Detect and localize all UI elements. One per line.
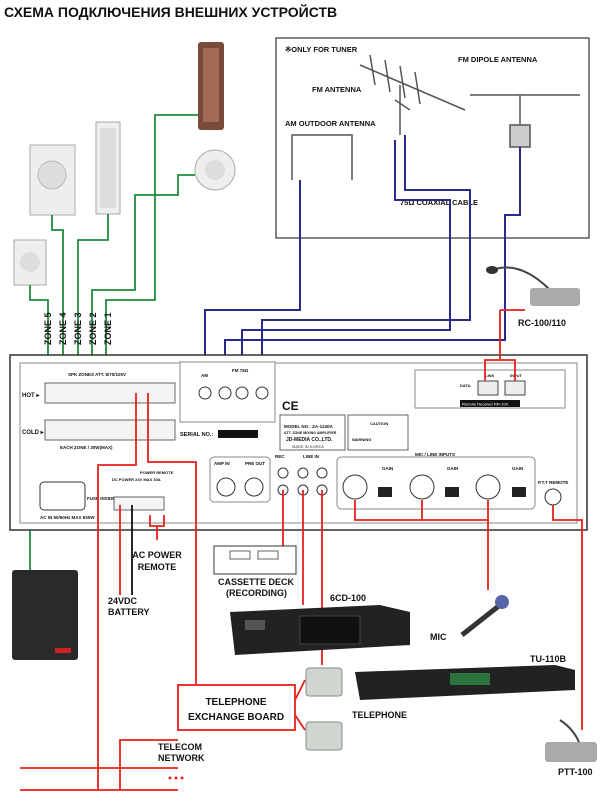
cold-label: COLD ▸ (22, 430, 45, 436)
input-label: INPUT (510, 373, 523, 378)
ac-in-label: AC IN 50/60Hz MAX 830W (40, 515, 95, 520)
gain-label-1: GAIN (382, 466, 393, 471)
fm-yagi-antenna-icon (359, 54, 466, 135)
telecom-label-2: NETWORK (158, 753, 205, 763)
link-label: LINK (485, 373, 494, 378)
fm-antenna-label: FM ANTENNA (312, 85, 362, 94)
pre-out-label: PRE OUT (245, 461, 265, 466)
model-label: MODEL NO.: ZA-1240A (284, 424, 334, 429)
amp-in-label: AMP IN (214, 461, 230, 466)
zone-labels: ZONE 5 ZONE 4 ZONE 3 ZONE 2 ZONE 1 (43, 312, 113, 345)
rc-label: RC-100/110 (518, 318, 566, 328)
mic-label: MIC (430, 632, 447, 642)
am-outdoor-antenna-icon (291, 134, 353, 180)
microphone-icon (460, 595, 509, 637)
hot-terminal-block (44, 382, 176, 404)
recording-label: (RECORDING) (226, 588, 287, 598)
model-plate (279, 414, 346, 451)
am-label: AM (201, 373, 208, 378)
maker-label: JD-MEDIA CO.,LTD. (286, 437, 333, 443)
made-in-label: MADE IN KOREA (292, 444, 324, 449)
zone-3-label: ZONE 3 (73, 312, 83, 345)
dc-terminal-block (113, 496, 165, 511)
zone-5-label: ZONE 5 (43, 312, 53, 345)
diagram-title: СХЕМА ПОДКЛЮЧЕНИЯ ВНЕШНИХ УСТРОЙСТВ (4, 3, 337, 20)
caution-label: CAUTION (370, 421, 388, 426)
fm-dipole-label: FM DIPOLE ANTENNA (458, 55, 538, 64)
telephone-label: TELEPHONE (352, 710, 407, 720)
telephone-icon (305, 667, 343, 751)
ptt-label: PTT-100 (558, 767, 593, 777)
spk-zones-label: SPK ZONES ATT. 8/70/100V (68, 372, 126, 377)
serial-plate (218, 430, 258, 438)
tuner-label: TU-110B (530, 654, 567, 664)
serial-label: SERIAL NO.: (180, 432, 213, 438)
warning-label: WARNING (352, 437, 371, 442)
ce-mark: CE (282, 399, 299, 413)
model-sub-label: ATT. ZONE MIXING AMPLIFIER (284, 431, 337, 435)
fm-label: FM 75Ω (232, 368, 249, 373)
ptt-mic-station-icon (545, 719, 597, 762)
cd-player-icon (230, 605, 410, 655)
caution-plate (347, 414, 409, 451)
exchange-label-2: EXCHANGE BOARD (188, 712, 284, 723)
coax-label: 75Ω COAXIAL CABLE (400, 198, 478, 207)
rec-label: REC (275, 454, 285, 459)
antenna-box (275, 37, 590, 239)
ceiling-speaker-icon (194, 149, 236, 191)
gain-label-2: GAIN (447, 466, 458, 471)
cassette-label: CASSETTE DECK (218, 577, 295, 587)
am-outdoor-label: AM OUTDOOR ANTENNA (285, 119, 376, 128)
wall-speaker-icon (29, 144, 76, 216)
each-zone-label: EACH ZONE / 30W(MAX) (60, 445, 113, 450)
cold-terminal-block (44, 419, 176, 441)
mic-line-label: MIC / LINE INPUTS (415, 452, 455, 457)
zone-1-label: ZONE 1 (103, 312, 113, 345)
ptt-remote-label: P.T.T REMOTE (538, 480, 568, 485)
gain-label-3: GAIN (512, 466, 523, 471)
cassette-deck-icon (213, 545, 297, 575)
amplifier-rear-panel: HOT ▸ COLD ▸ SPK ZONES ATT. 8/70/100V EA… (9, 354, 588, 531)
fm-dipole-antenna-icon (470, 94, 580, 148)
exchange-label-1: TELEPHONE (205, 697, 266, 708)
small-box-speaker-icon (13, 239, 47, 286)
fuse-label: FUSE INSIDE (87, 496, 115, 501)
antenna-cables (204, 135, 521, 385)
zone-4-label: ZONE 4 (58, 312, 68, 345)
data-label: DATA (460, 383, 471, 388)
signal-wires (20, 309, 583, 791)
more-lines-dots (168, 776, 184, 780)
line-in-label: LINE IN (303, 454, 319, 459)
tuner-icon (355, 665, 575, 700)
telephone-exchange-box (177, 684, 296, 731)
cd-label: 6CD-100 (330, 593, 366, 603)
remote-receiver-label: Remote Receiver RR-100 (462, 402, 509, 407)
column-speaker-tall-icon (198, 42, 224, 130)
ac-inlet (39, 481, 86, 511)
slim-column-speaker-icon (95, 121, 121, 215)
zone-2-label: ZONE 2 (88, 312, 98, 345)
telecom-label-1: TELECOM (158, 742, 202, 752)
power-remote-label: POWER REMOTE (140, 470, 174, 475)
rc-mic-station-icon (486, 266, 580, 306)
large-box-speaker-icon (12, 570, 78, 660)
only-for-tuner-label: ※ONLY FOR TUNER (285, 45, 358, 54)
hot-label: HOT ▸ (22, 393, 40, 399)
dc-power-label: DC POWER 24V MAX 30A (112, 477, 161, 482)
